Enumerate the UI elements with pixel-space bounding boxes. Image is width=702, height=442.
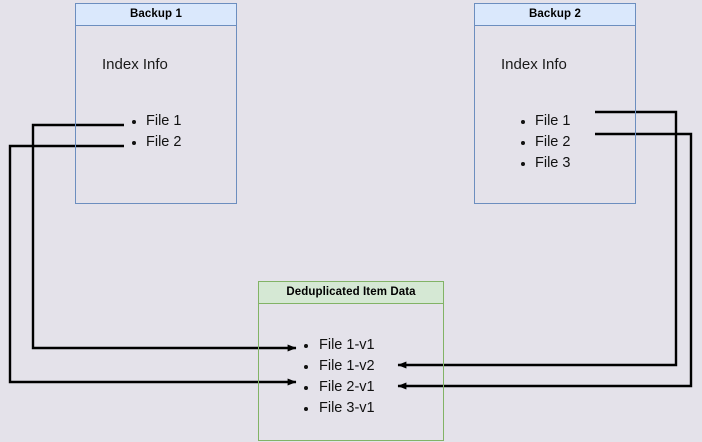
list-item[interactable]: File 1 [517, 111, 570, 132]
list-item[interactable]: File 1-v2 [299, 356, 375, 377]
list-item[interactable]: File 3 [517, 153, 570, 174]
backup-1-file-list: File 1 File 2 [128, 111, 181, 153]
backup-2-header: Backup 2 [475, 4, 635, 26]
connector-backup1-file1-to-file1v1 [31, 123, 297, 352]
deduplicated-item-data-box[interactable]: Deduplicated Item Data File 1-v1 File 1-… [258, 281, 444, 441]
backup-2-body: Index Info File 1 File 2 File 3 [475, 26, 635, 203]
list-item[interactable]: File 2-v1 [299, 377, 375, 398]
backup-1-box[interactable]: Backup 1 Index Info File 1 File 2 [75, 3, 237, 204]
backup-2-file-list: File 1 File 2 File 3 [517, 111, 570, 174]
deduplicated-item-data-header: Deduplicated Item Data [259, 282, 443, 304]
connector-backup1-file2-to-file2v1 [8, 144, 297, 386]
connector-backup2-file2-to-file1v2 [397, 132, 693, 390]
backup-2-index-info-label: Index Info [501, 56, 567, 73]
backup-1-body: Index Info File 1 File 2 [76, 26, 236, 203]
list-item[interactable]: File 1-v1 [299, 335, 375, 356]
list-item[interactable]: File 1 [128, 111, 181, 132]
list-item[interactable]: File 2 [517, 132, 570, 153]
list-item[interactable]: File 2 [128, 132, 181, 153]
backup-2-box[interactable]: Backup 2 Index Info File 1 File 2 File 3 [474, 3, 636, 204]
deduplicated-item-data-body: File 1-v1 File 1-v2 File 2-v1 File 3-v1 [259, 304, 443, 440]
backup-1-index-info-label: Index Info [102, 56, 168, 73]
backup-1-header: Backup 1 [76, 4, 236, 26]
deduplicated-item-list: File 1-v1 File 1-v2 File 2-v1 File 3-v1 [299, 335, 375, 419]
list-item[interactable]: File 3-v1 [299, 398, 375, 419]
